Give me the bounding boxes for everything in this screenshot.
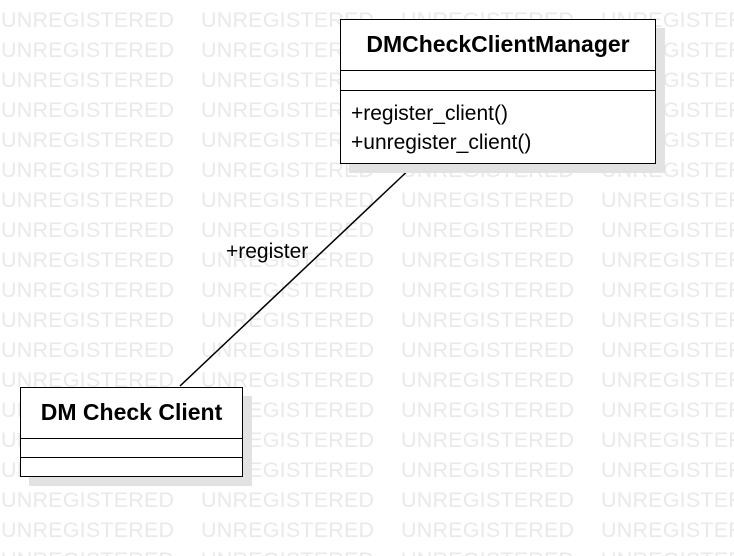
attributes-compartment [21, 439, 242, 458]
class-name: DM Check Client [21, 388, 242, 439]
operation-register-client: +register_client() [351, 102, 508, 125]
operations-compartment: +register_client() +unregister_client() [341, 91, 655, 162]
operation-unregister-client: +unregister_client() [351, 131, 532, 154]
association-register-line [179, 163, 416, 387]
association-label: +register [226, 240, 309, 263]
attributes-compartment [341, 71, 655, 91]
class-name: DMCheckClientManager [341, 20, 655, 71]
class-dmcheckclientmanager[interactable]: DMCheckClientManager +register_client() … [340, 19, 656, 164]
class-dm-check-client[interactable]: DM Check Client [20, 387, 243, 477]
operations-compartment [21, 458, 242, 475]
